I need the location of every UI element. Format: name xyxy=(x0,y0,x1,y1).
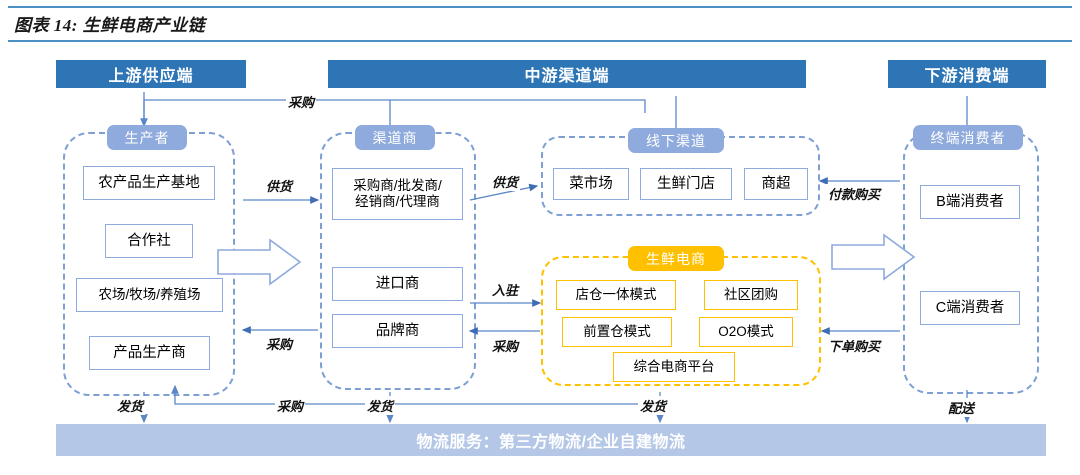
figure-title: 图表 14: 生鲜电商产业链 xyxy=(14,16,206,35)
box-o2o-model[interactable]: O2O模式 xyxy=(699,317,793,347)
header-midstream: 中游渠道端 xyxy=(328,60,806,88)
pill-offline-channel: 线下渠道 xyxy=(628,128,724,153)
flow-label-ship-2: 发货 xyxy=(365,396,396,415)
box-fresh-store[interactable]: 生鲜门店 xyxy=(640,168,732,200)
flow-label-procure-1: 采购 xyxy=(264,334,295,353)
box-brand-owner[interactable]: 品牌商 xyxy=(332,314,463,348)
flow-label-order-purchase: 下单购买 xyxy=(826,336,883,355)
box-line-2: 经销商/代理商 xyxy=(355,194,440,209)
flow-label-procure-2: 采购 xyxy=(490,336,521,355)
flow-label-ship-1: 发货 xyxy=(115,396,146,415)
flow-label-supply-2: 供货 xyxy=(490,172,521,191)
box-store-warehouse-integration[interactable]: 店仓一体模式 xyxy=(556,280,676,310)
box-line-1: 采购商/批发商/ xyxy=(353,178,442,194)
header-downstream: 下游消费端 xyxy=(888,60,1046,88)
box-b-consumer[interactable]: B端消费者 xyxy=(920,185,1020,219)
box-wet-market[interactable]: 菜市场 xyxy=(553,168,629,200)
box-importer[interactable]: 进口商 xyxy=(332,267,463,301)
flow-label-procure-bottom: 采购 xyxy=(275,396,306,415)
box-producer-base[interactable]: 农产品生产基地 xyxy=(83,166,215,200)
flow-label-pay-purchase: 付款购买 xyxy=(826,184,883,203)
title-rule-top xyxy=(8,6,1072,8)
title-rule-bottom xyxy=(8,40,1072,42)
box-purchaser-wholesaler[interactable]: 采购商/批发商/ 经销商/代理商 xyxy=(332,168,463,220)
flow-label-ship-3: 发货 xyxy=(638,396,669,415)
logistics-bar: 物流服务：第三方物流/企业自建物流 xyxy=(56,424,1046,456)
pill-channel: 渠道商 xyxy=(355,125,435,150)
box-front-warehouse[interactable]: 前置仓模式 xyxy=(562,317,672,347)
box-community-group-buying[interactable]: 社区团购 xyxy=(704,280,798,310)
flow-label-delivery: 配送 xyxy=(946,398,977,417)
box-farm-ranch[interactable]: 农场/牧场/养殖场 xyxy=(76,278,223,312)
box-product-manufacturer[interactable]: 产品生产商 xyxy=(89,336,210,370)
box-supermarket[interactable]: 商超 xyxy=(744,168,808,200)
header-upstream: 上游供应端 xyxy=(56,60,246,88)
pill-producer: 生产者 xyxy=(107,125,187,150)
pill-fresh-ecommerce: 生鲜电商 xyxy=(628,246,724,271)
box-comprehensive-platform[interactable]: 综合电商平台 xyxy=(613,352,735,382)
flow-label-top-procure: 采购 xyxy=(286,92,317,111)
flow-label-supply-1: 供货 xyxy=(264,176,295,195)
box-cooperative[interactable]: 合作社 xyxy=(105,224,193,258)
pill-consumer: 终端消费者 xyxy=(913,125,1023,150)
flow-label-enter-platform: 入驻 xyxy=(490,280,521,299)
box-c-consumer[interactable]: C端消费者 xyxy=(920,291,1020,325)
